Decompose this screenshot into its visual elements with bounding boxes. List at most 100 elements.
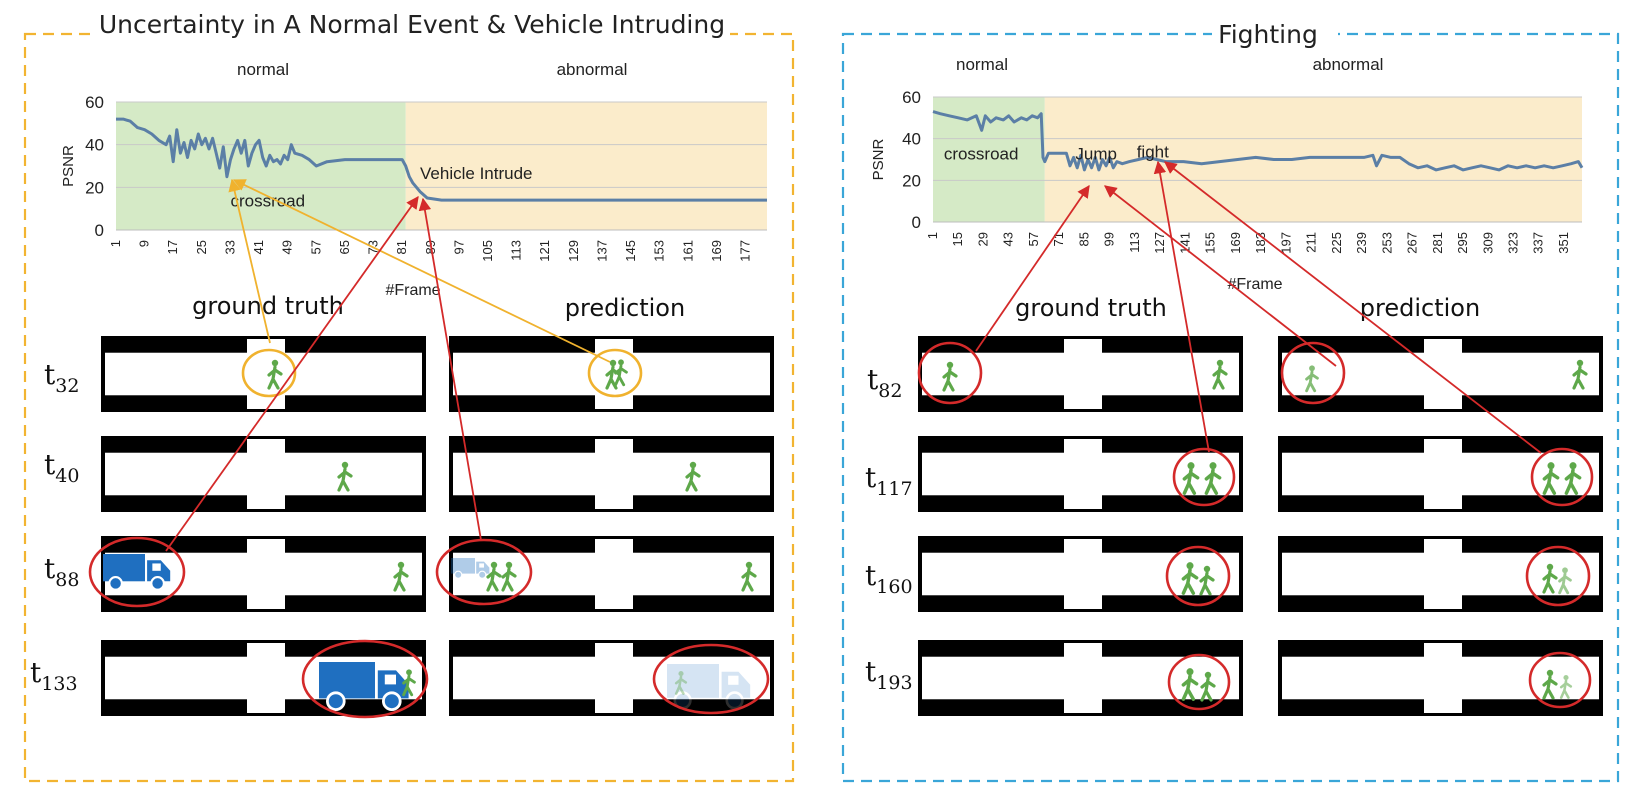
x-tick-label: 121 bbox=[537, 240, 552, 262]
x-tick-label: 1 bbox=[925, 232, 940, 239]
frame-crossroad bbox=[247, 539, 285, 609]
person-body bbox=[942, 367, 958, 392]
person-head bbox=[505, 561, 513, 569]
column-header-prediction-right: prediction bbox=[1360, 294, 1480, 322]
person-icon bbox=[1542, 669, 1558, 700]
row-label-t193: t193 bbox=[865, 655, 913, 694]
arrow-fight-gt bbox=[1153, 160, 1210, 453]
frame-pred-t193 bbox=[1278, 640, 1603, 716]
truck-wheel bbox=[150, 576, 165, 591]
highlight-ring bbox=[917, 341, 983, 405]
x-tick-label: 17 bbox=[165, 240, 180, 254]
person-icon bbox=[1564, 462, 1582, 495]
x-tick-label: 239 bbox=[1354, 232, 1369, 254]
row-label-t82: t82 bbox=[867, 363, 902, 402]
truck-icon bbox=[667, 664, 751, 710]
truck-cab bbox=[476, 561, 490, 574]
person-body bbox=[1182, 468, 1200, 495]
person-head bbox=[745, 561, 753, 569]
person-icon bbox=[393, 561, 409, 592]
region-label-normal: normal bbox=[237, 60, 289, 79]
person-icon bbox=[1559, 675, 1573, 699]
x-tick-label: 153 bbox=[652, 240, 667, 262]
chart-annotation: fight bbox=[1137, 142, 1169, 161]
row-label-t88: t88 bbox=[44, 552, 79, 591]
person-body bbox=[1542, 468, 1560, 495]
frame-crossroad bbox=[1424, 339, 1462, 409]
chart-annotation: crossroad bbox=[944, 145, 1019, 164]
x-tick-label: 57 bbox=[308, 240, 323, 254]
arrow-fight-pred bbox=[1164, 161, 1542, 454]
person-icon bbox=[501, 561, 517, 592]
person-head bbox=[946, 361, 954, 369]
person-icon bbox=[337, 461, 353, 492]
highlight-ring bbox=[1525, 545, 1591, 607]
y-tick-label: 40 bbox=[85, 136, 104, 155]
person-icon bbox=[1199, 565, 1215, 596]
frame-crossroad bbox=[1424, 439, 1462, 509]
highlight-ring bbox=[1172, 447, 1236, 507]
x-tick-label: 105 bbox=[480, 240, 495, 262]
x-tick-label: 161 bbox=[680, 240, 695, 262]
x-tick-label: 211 bbox=[1304, 232, 1319, 253]
highlight-ring bbox=[301, 639, 429, 719]
row-label-t32: t32 bbox=[44, 358, 79, 397]
highlight-ring bbox=[652, 643, 770, 715]
truck-window bbox=[384, 674, 396, 685]
highlight-ring bbox=[88, 536, 186, 608]
x-tick-label: 49 bbox=[280, 240, 295, 254]
truck-cargo bbox=[451, 558, 475, 574]
panel-left-title: Uncertainty in A Normal Event & Vehicle … bbox=[99, 10, 725, 39]
highlight-ring bbox=[1530, 447, 1594, 507]
panel-right: Fighting bbox=[841, 18, 1620, 783]
region-label-abnormal: abnormal bbox=[557, 60, 628, 79]
psnr-series-line bbox=[116, 117, 767, 202]
panel-left: Uncertainty in A Normal Event & Vehicle … bbox=[23, 10, 795, 783]
person-body bbox=[267, 365, 283, 390]
x-tick-label: 225 bbox=[1329, 232, 1344, 254]
x-tick-label: 1 bbox=[108, 240, 123, 247]
frame-gt-t117 bbox=[918, 436, 1243, 512]
x-tick-label: 85 bbox=[1076, 232, 1091, 246]
frame-pred-t32 bbox=[449, 336, 774, 412]
person-icon bbox=[942, 361, 958, 392]
frame-pred-t40 bbox=[449, 436, 774, 512]
person-body bbox=[605, 365, 621, 390]
frame-gt-t193 bbox=[918, 640, 1243, 716]
frame-grid bbox=[88, 336, 1603, 719]
y-tick-label: 20 bbox=[85, 178, 104, 197]
person-head bbox=[1204, 671, 1212, 679]
frame-crossroad bbox=[595, 539, 633, 609]
frame-crossroad bbox=[1064, 439, 1102, 509]
arrow-vehicle-pred bbox=[418, 197, 482, 541]
truck-icon bbox=[319, 662, 409, 711]
frame-gt-t82 bbox=[918, 336, 1243, 412]
frame-crossroad bbox=[1064, 643, 1102, 713]
highlight-ring bbox=[1280, 341, 1346, 405]
truck-wheel bbox=[478, 570, 487, 580]
person-body bbox=[685, 467, 701, 492]
x-tick-label: 57 bbox=[1026, 232, 1041, 246]
person-body bbox=[486, 567, 502, 592]
truck-wheel bbox=[108, 576, 123, 591]
x-tick-label: 169 bbox=[1228, 232, 1243, 254]
row-label-t160: t160 bbox=[865, 559, 913, 598]
column-header-prediction-left: prediction bbox=[565, 294, 685, 322]
x-tick-label: 309 bbox=[1480, 232, 1495, 254]
person-icon bbox=[267, 359, 283, 390]
x-tick-label: 267 bbox=[1405, 232, 1420, 254]
frame-crossroad bbox=[595, 439, 633, 509]
person-body bbox=[1559, 679, 1573, 699]
person-body bbox=[1204, 468, 1222, 495]
person-icon bbox=[741, 561, 757, 592]
row-label-t40: t40 bbox=[44, 448, 79, 487]
x-tick-label: 113 bbox=[1127, 232, 1142, 253]
person-head bbox=[1563, 675, 1569, 681]
person-icon bbox=[674, 671, 688, 695]
person-body bbox=[1542, 569, 1558, 594]
frame-crossroad bbox=[1424, 539, 1462, 609]
person-body bbox=[1305, 370, 1319, 393]
row-label-t117: t117 bbox=[865, 461, 913, 500]
